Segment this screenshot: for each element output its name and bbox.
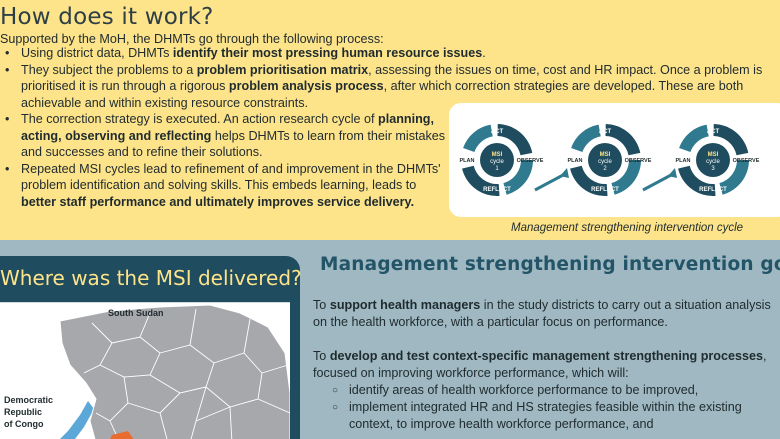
where-delivered-title: Where was the MSI delivered? [0, 266, 302, 290]
map-svg: South Sudan Democratic Republic of Congo [4, 304, 290, 439]
process-item-identify: Using district data, DHMTs identify thei… [4, 45, 780, 62]
cycle-segment [713, 124, 749, 156]
cycle-label-act: ACT [491, 129, 504, 135]
cycle-center-disc [696, 143, 730, 177]
cycle-segment [463, 124, 493, 152]
goal-sub-item: identify areas of health workforce perfo… [313, 382, 780, 399]
intro-text: Supported by the MoH, the DHMTs go throu… [0, 32, 384, 46]
district-borders [83, 308, 290, 439]
cycle-label-observe: OBSERVE [625, 158, 652, 164]
cycle-label-reflect: REFLECT [483, 187, 511, 193]
cycle-label-act: ACT [707, 129, 720, 135]
cycle-center-disc [480, 143, 514, 177]
cycle-segment [679, 124, 709, 152]
how-it-works-panel: How does it work? Supported by the MoH, … [0, 0, 780, 240]
cycle-segment [503, 160, 533, 195]
lake-albert-shape [60, 401, 94, 439]
cycle-label-plan: PLAN [568, 158, 583, 164]
cycle-center-label: MSI [492, 152, 503, 158]
process-item-repeat: Repeated MSI cycles lead to refinement o… [4, 161, 449, 211]
cycle-label-reflect: REFLECT [591, 187, 619, 193]
cycle-segment [497, 124, 533, 156]
how-it-works-title: How does it work? [0, 4, 214, 30]
cycle-number: 3 [711, 166, 715, 172]
cycle-connector-arrow [534, 172, 566, 192]
cycle-label-observe: OBSERVE [517, 158, 544, 164]
cycle-center-label: cycle [706, 159, 720, 165]
uganda-district-map: South Sudan Democratic Republic of Congo [0, 302, 290, 439]
cycle-segment [605, 124, 641, 156]
cycle-center-label: cycle [598, 159, 612, 165]
highlight-district-shape [110, 431, 134, 439]
cycle-label-reflect: REFLECT [699, 187, 727, 193]
cycle-arrow-head [560, 168, 569, 178]
cycle-center-label: MSI [600, 152, 611, 158]
cycle-segment [462, 165, 500, 196]
cycle-label-plan: PLAN [676, 158, 691, 164]
cycle-center-label: cycle [490, 159, 504, 165]
process-item-execute: The correction strategy is executed. An … [4, 111, 449, 161]
cycle-label-act: ACT [599, 129, 612, 135]
goals-title: Management strengthening intervention go… [320, 254, 780, 275]
map-label-drc-1: Democratic [4, 395, 53, 405]
cycle-center-label: MSI [708, 152, 719, 158]
goal-develop-processes: To develop and test context-specific man… [313, 349, 767, 380]
cycle-caption: Management strengthening intervention cy… [511, 222, 744, 234]
goal-sub-item: implement integrated HR and HS strategie… [313, 399, 780, 433]
cycle-segment [570, 165, 608, 196]
cycle-label-observe: OBSERVE [733, 158, 760, 164]
map-country-shape [59, 304, 290, 439]
process-list: Using district data, DHMTs identify thei… [4, 45, 780, 210]
cycle-segment [571, 124, 601, 152]
cycle-number: 2 [603, 166, 607, 172]
cycle-segment [719, 160, 749, 195]
cycle-arrow-head [668, 168, 677, 178]
cycle-segment [678, 165, 716, 196]
process-item-prioritise: They subject the problems to a problem p… [4, 62, 780, 112]
goal-sub-list: identify areas of health workforce perfo… [313, 382, 780, 433]
map-label-drc-2: Republic [4, 407, 42, 417]
cycle-connector-arrow [642, 172, 674, 192]
map-label-drc-3: of Congo [4, 419, 44, 429]
cycle-segment [611, 160, 641, 195]
cycle-center-disc [588, 143, 622, 177]
cycle-number: 1 [495, 166, 499, 172]
goal-support-managers: To support health managers in the study … [313, 298, 771, 329]
goals-body: To support health managers in the study … [313, 297, 780, 433]
cycle-label-plan: PLAN [460, 158, 475, 164]
map-label-south-sudan: South Sudan [108, 308, 164, 318]
